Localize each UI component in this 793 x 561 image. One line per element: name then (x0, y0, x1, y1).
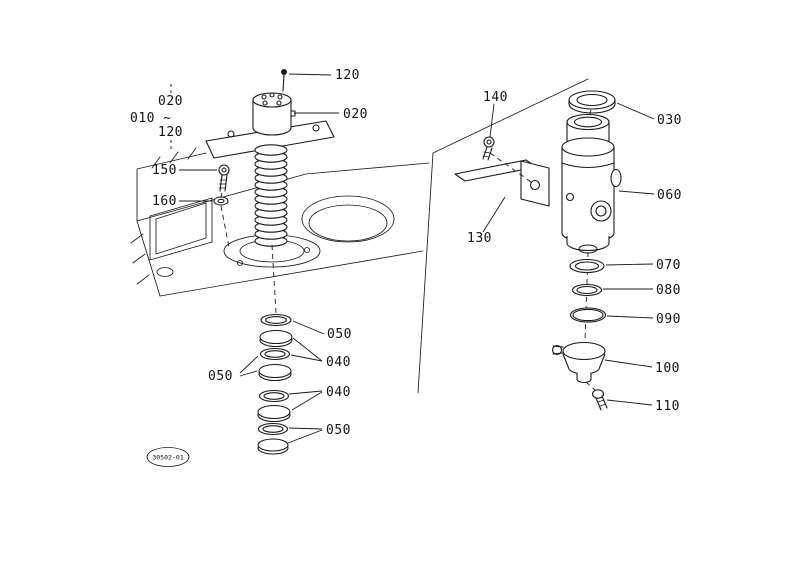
deck-small-hole (156, 267, 174, 277)
leader-100 (604, 359, 653, 368)
part-070-ring (569, 258, 605, 274)
part-label-140: 140 (483, 90, 508, 105)
part-label-120: 120 (335, 68, 360, 83)
part-label-050-left: 050 (208, 369, 233, 384)
group-label-top: 020 (158, 94, 183, 109)
leader-030 (616, 102, 655, 120)
ring-3 (259, 347, 291, 361)
part-150-bolt (218, 164, 230, 198)
leader-040-lower-a (288, 390, 323, 395)
leader-050-bottom-b (287, 429, 323, 444)
leader-120 (288, 73, 332, 76)
part-110-bolt (585, 381, 608, 411)
part-090-oring (569, 307, 607, 323)
part-label-040-upper: 040 (326, 355, 351, 370)
hatch-marks (130, 147, 197, 285)
centerline-right (584, 251, 589, 342)
part-label-050-bottom: 050 (326, 423, 351, 438)
part-label-050-top: 050 (327, 327, 352, 342)
leader-110 (606, 399, 653, 406)
ring-5 (258, 389, 290, 403)
seal-ring-stack (257, 313, 293, 455)
deck-left-cutout (149, 197, 213, 261)
leader-040-lower-b (291, 391, 323, 411)
leader-050-left-a (239, 355, 259, 374)
deck-oval-opening (301, 195, 395, 243)
part-label-080: 080 (656, 283, 681, 298)
part-080-ring (571, 283, 603, 297)
part-160-washer (213, 196, 230, 248)
part-label-090: 090 (656, 312, 681, 327)
ring-1 (260, 313, 292, 327)
part-label-060: 060 (657, 188, 682, 203)
leader-040-upper-a (292, 337, 323, 362)
ring-2 (259, 329, 293, 348)
leader-040-upper-b (290, 354, 323, 362)
leader-140 (489, 103, 495, 138)
part-label-040-lower: 040 (326, 385, 351, 400)
part-label-160: 160 (152, 194, 177, 209)
deck-plate-wireframe (130, 147, 430, 297)
part-020-cap-cylinder (252, 92, 296, 136)
stamp-code: 30502-01 (152, 454, 183, 462)
ring-6 (257, 404, 291, 423)
part-label-020: 020 (343, 107, 368, 122)
part-130-bracket (454, 159, 550, 207)
part-030-seal-ring (568, 90, 616, 114)
leader-130 (482, 196, 506, 233)
ring-7 (257, 422, 289, 436)
ring-4 (258, 363, 292, 382)
leader-050-left-b (239, 370, 258, 377)
part-label-030: 030 (657, 113, 682, 128)
leader-050-bottom-a (288, 427, 323, 430)
part-060-valve-body (561, 113, 622, 254)
ring-8 (257, 438, 289, 455)
leader-090 (606, 315, 654, 319)
group-label-bottom: 120 (158, 125, 183, 140)
part-label-100: 100 (655, 361, 680, 376)
centerline-left (271, 244, 277, 314)
leader-050-top (292, 320, 325, 335)
catalog-stamp: 30502-01 (146, 447, 190, 467)
section-boundary-lines (417, 78, 589, 394)
leader-070 (605, 263, 654, 266)
swivel-column-bellows (254, 144, 288, 247)
part-label-110: 110 (655, 399, 680, 414)
part-label-150: 150 (152, 163, 177, 178)
centerline-030 (588, 109, 592, 118)
part-120-pin (281, 69, 287, 92)
leader-060 (618, 190, 655, 195)
part-100-cover (551, 341, 606, 384)
part-label-070: 070 (656, 258, 681, 273)
assembly-group-label-010: 020 010 ~ 120 (130, 84, 183, 151)
part-label-130: 130 (467, 231, 492, 246)
part-label-010: 010 ~ (130, 111, 172, 126)
part-140-bolt (482, 136, 532, 183)
